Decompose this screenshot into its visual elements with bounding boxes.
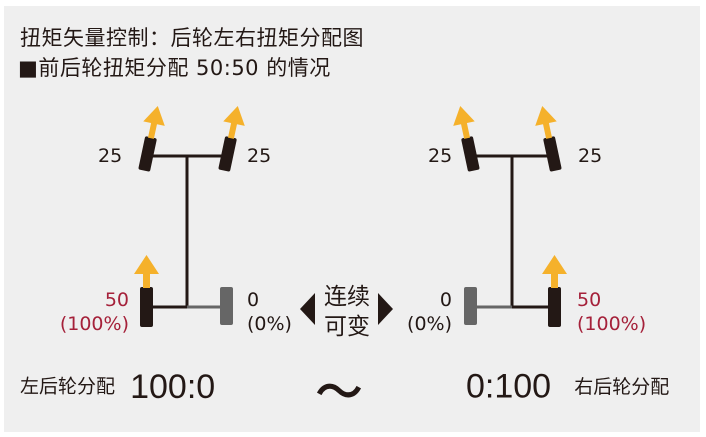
right-drivetrain xyxy=(453,106,567,327)
right-distribution-label: 右后轮分配 xyxy=(574,375,670,398)
left-drivetrain xyxy=(134,106,245,327)
front-left-wheel xyxy=(138,106,165,172)
center-line2: 可变 xyxy=(324,314,370,340)
left-rear-left-percent: (100%) xyxy=(59,313,129,335)
rear-right-wheel xyxy=(542,255,567,327)
continuous-variable-label: 连续 可变 xyxy=(318,282,376,342)
right-front-left-torque: 25 xyxy=(428,145,453,167)
left-distribution-label: 左后轮分配 xyxy=(20,375,116,398)
left-triangle-icon xyxy=(300,293,315,325)
center-line1: 连续 xyxy=(324,284,370,310)
right-rear-right-percent: (100%) xyxy=(577,313,647,335)
right-rear-right-torque: 50 xyxy=(577,289,602,311)
right-distribution: 0:100 右后轮分配 xyxy=(466,366,669,407)
right-distribution-ratio: 0:100 xyxy=(466,367,552,406)
right-rear-left-percent: (0%) xyxy=(407,313,452,335)
left-distribution-ratio: 100:0 xyxy=(130,367,216,406)
front-left-wheel xyxy=(453,106,480,172)
subtitle-text: 前后轮扭矩分配 50:50 的情况 xyxy=(38,56,331,80)
left-front-right-torque: 25 xyxy=(247,145,272,167)
front-right-wheel xyxy=(535,106,562,172)
left-rear-right-percent: (0%) xyxy=(247,313,292,335)
diagram-subtitle: ■前后轮扭矩分配 50:50 的情况 xyxy=(18,52,331,82)
diagram-panel xyxy=(4,6,700,432)
rear-left-wheel xyxy=(464,287,477,325)
left-rear-left-torque: 50 xyxy=(104,289,129,311)
rear-left-wheel xyxy=(134,255,159,327)
front-right-wheel xyxy=(218,106,245,172)
range-tilde: 〜 xyxy=(316,365,362,419)
left-distribution: 左后轮分配 100:0 xyxy=(20,366,215,407)
right-rear-left-torque: 0 xyxy=(439,289,452,311)
right-front-right-torque: 25 xyxy=(578,145,603,167)
right-triangle-icon xyxy=(378,293,393,325)
left-rear-right-torque: 0 xyxy=(247,289,260,311)
left-front-left-torque: 25 xyxy=(98,145,123,167)
rear-right-wheel xyxy=(220,287,233,325)
bullet-square-icon: ■ xyxy=(18,56,39,80)
diagram-title: 扭矩矢量控制：后轮左右扭矩分配图 xyxy=(20,26,364,50)
